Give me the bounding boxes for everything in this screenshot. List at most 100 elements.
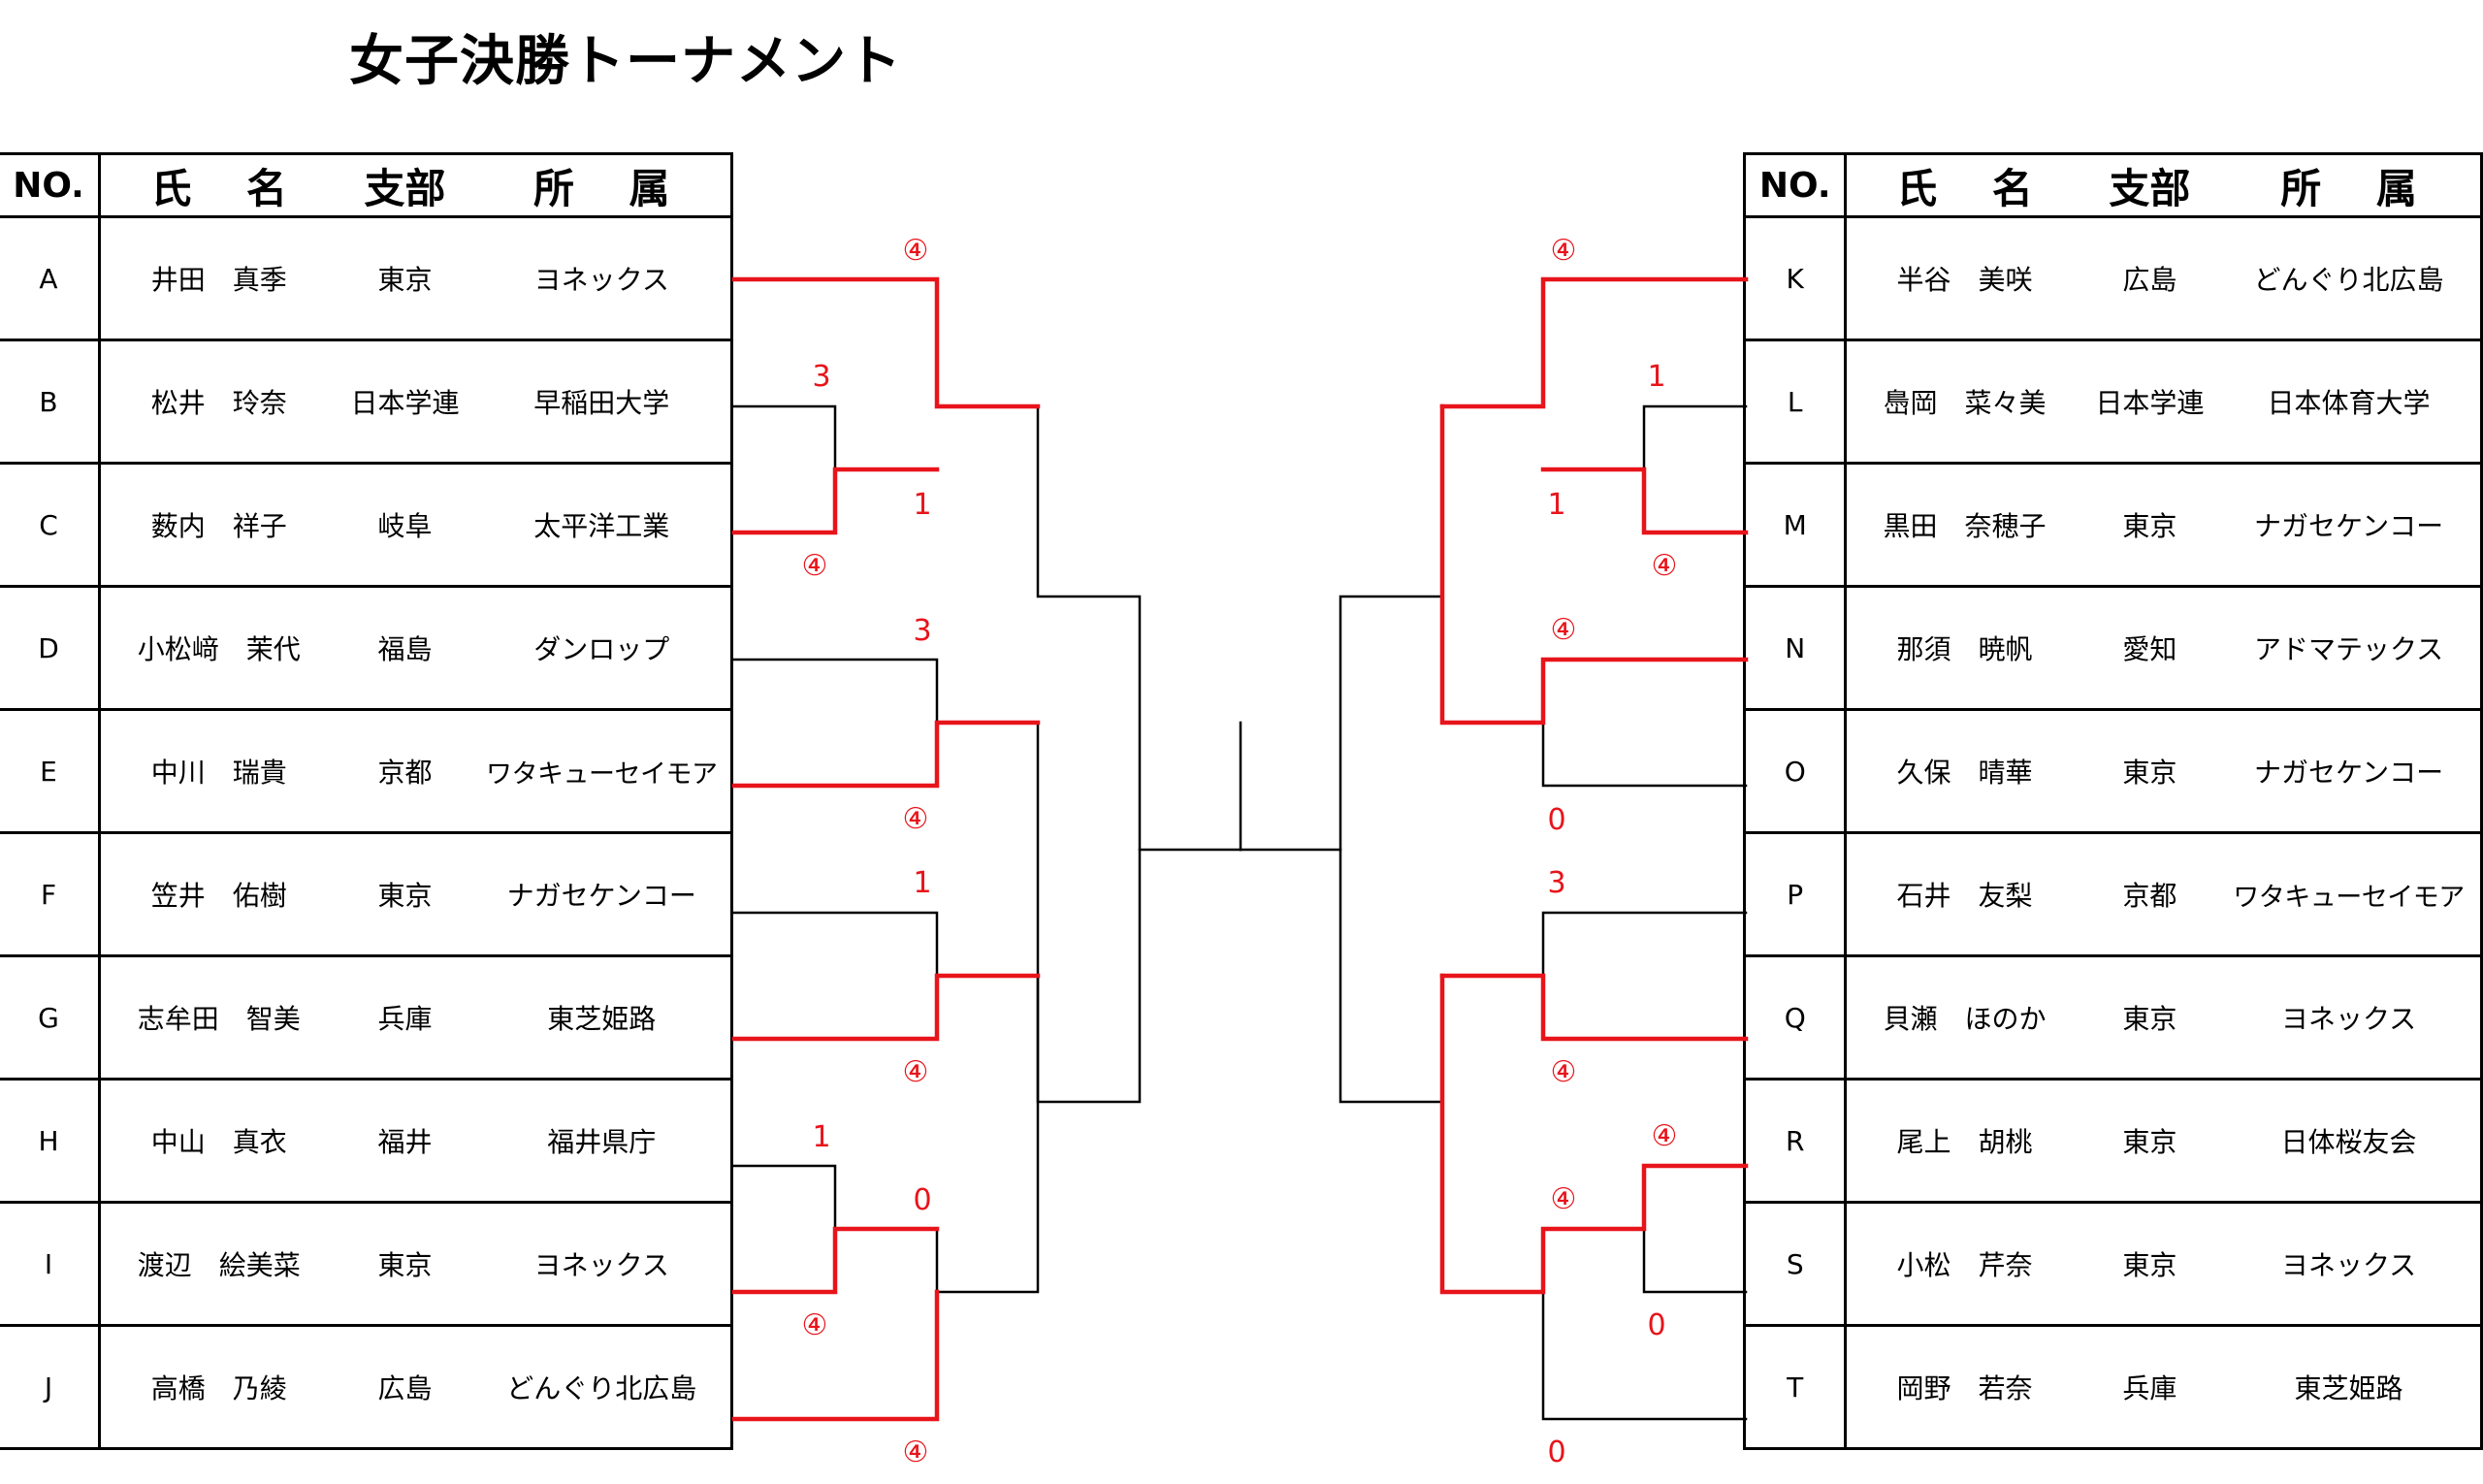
score-label: ④ (802, 549, 828, 583)
score-label: 1 (1647, 360, 1665, 394)
player-no: J (0, 1324, 101, 1450)
player-branch: 東京 (337, 215, 473, 341)
player-name: 渡辺 絵美菜 (99, 1201, 338, 1327)
player-name: 半谷 美咲 (1845, 215, 2082, 341)
player-branch: 東京 (2081, 462, 2218, 588)
header-affiliation: 所 属 (2217, 152, 2483, 218)
player-name: 那須 暁帆 (1845, 585, 2082, 711)
bracket-line (935, 974, 1040, 1294)
player-name: 中川 瑞貴 (99, 708, 338, 834)
bracket-line (732, 911, 939, 978)
player-name: 中山 真衣 (99, 1078, 338, 1204)
score-label: ④ (903, 1055, 929, 1089)
header-branch: 支部 (337, 152, 473, 218)
bracket-line (1439, 973, 1749, 1042)
score-label: ④ (903, 802, 929, 836)
player-affiliation: ヨネックス (472, 1201, 733, 1327)
player-name: 井田 真季 (99, 215, 338, 341)
bracket-line (1338, 595, 1444, 852)
header-name: 氏 名 (1845, 152, 2082, 218)
bracket-line (731, 1226, 940, 1295)
player-name: 㠀岡 菜々美 (1845, 339, 2082, 465)
player-affiliation: ダンロップ (472, 585, 733, 711)
score-label: 1 (913, 488, 931, 522)
player-affiliation: ワタキューセイモア (2217, 831, 2483, 957)
player-affiliation: ヨネックス (2217, 1201, 2483, 1327)
player-no: D (0, 585, 101, 711)
header-name: 氏 名 (99, 152, 338, 218)
player-no: O (1742, 708, 1848, 834)
player-affiliation: 東芝姫路 (2217, 1324, 2483, 1450)
player-no: N (1742, 585, 1848, 711)
player-branch: 東京 (2081, 1201, 2218, 1327)
table-header-row: NO. 氏 名 支部 所 属 (0, 152, 733, 218)
player-no: B (0, 339, 101, 465)
bracket-line (732, 404, 837, 471)
score-label: ④ (1551, 1182, 1577, 1216)
player-no: G (0, 954, 101, 1081)
bracket-line (1541, 911, 1748, 978)
bracket-line (1036, 404, 1142, 852)
player-no: I (0, 1201, 101, 1327)
player-name: 松井 玲奈 (99, 339, 338, 465)
player-name: 笠井 佑樹 (99, 831, 338, 957)
score-label: ④ (1551, 1055, 1577, 1089)
bracket-line (732, 1164, 837, 1231)
table-header-row: NO. 氏 名 支部 所 属 (1742, 152, 2483, 218)
header-no: NO. (0, 152, 101, 218)
score-label: 1 (913, 866, 931, 900)
player-branch: 東京 (337, 831, 473, 957)
player-no: H (0, 1078, 101, 1204)
bracket-line (1541, 658, 1748, 788)
score-label: ④ (1551, 234, 1577, 268)
score-label: ④ (1551, 613, 1577, 647)
bracket-line (1642, 1227, 1748, 1294)
player-no: E (0, 708, 101, 834)
score-label: 1 (1547, 488, 1565, 522)
player-affiliation: ナガセケンコー (472, 831, 733, 957)
score-label: 0 (913, 1183, 931, 1217)
player-branch: 京都 (2081, 831, 2218, 957)
header-affiliation: 所 属 (472, 152, 733, 218)
player-no: R (1742, 1078, 1848, 1204)
player-branch: 日本学連 (337, 339, 473, 465)
player-no: C (0, 462, 101, 588)
score-label: 3 (913, 614, 931, 648)
player-branch: 広島 (2081, 215, 2218, 341)
player-branch: 京都 (337, 708, 473, 834)
player-branch: 福島 (337, 585, 473, 711)
player-affiliation: 東芝姫路 (472, 954, 733, 1081)
score-label: 0 (1647, 1308, 1665, 1342)
player-affiliation: アドマテックス (2217, 585, 2483, 711)
bracket-line (1540, 467, 1749, 535)
player-affiliation: ナガセケンコー (2217, 708, 2483, 834)
player-branch: 東京 (2081, 1078, 2218, 1204)
player-affiliation: 早稲田大学 (472, 339, 733, 465)
bracket-winner-lines (731, 276, 1749, 1422)
bracket-line (731, 1289, 940, 1422)
bracket-line (1239, 848, 1444, 1104)
player-branch: 愛知 (2081, 585, 2218, 711)
player-name: 小松 芹奈 (1845, 1201, 2082, 1327)
bracket-line (1439, 973, 1749, 1295)
player-branch: 東京 (2081, 708, 2218, 834)
player-affiliation: 太平洋工業 (472, 462, 733, 588)
bracket-line (732, 658, 939, 725)
player-no: K (1742, 215, 1848, 341)
player-name: 黒田 奈穂子 (1845, 462, 2082, 588)
player-affiliation: どんぐり北広島 (472, 1324, 733, 1450)
